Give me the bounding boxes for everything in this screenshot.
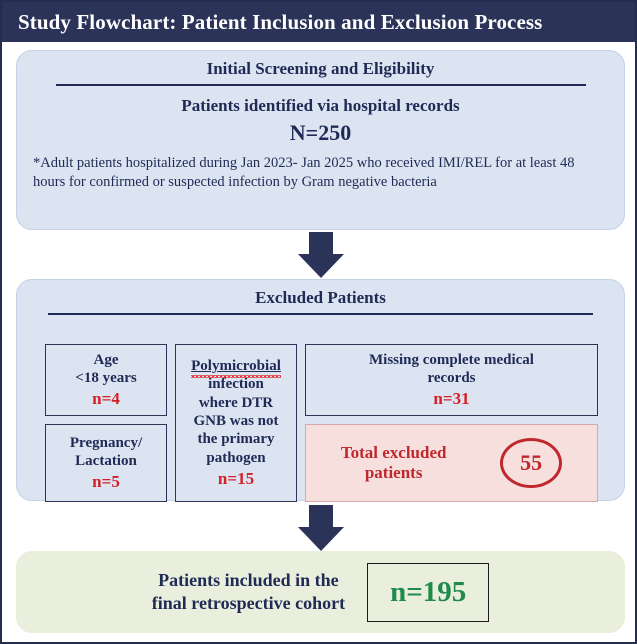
cell-line-spellchecked: Polymicrobial xyxy=(187,357,285,379)
exclusion-cell-grid: Age <18 years n=4 Polymicrobial infectio… xyxy=(45,344,598,502)
cell-count: n=15 xyxy=(217,468,255,488)
down-arrow-2 xyxy=(298,505,344,551)
total-label-line1: Total excluded xyxy=(340,442,447,462)
cell-line: infection xyxy=(208,376,264,393)
cell-count: n=4 xyxy=(92,389,120,409)
exclusion-cell-polymicrobial: Polymicrobial infection where DTR GNB wa… xyxy=(175,344,297,502)
arrow-head xyxy=(298,254,344,278)
total-label-line2: patients xyxy=(364,463,423,482)
stage1-note: *Adult patients hospitalized during Jan … xyxy=(33,155,575,191)
total-excluded-value-circle: 55 xyxy=(500,438,563,488)
cell-line: Age xyxy=(93,351,119,368)
cell-line: Pregnancy/ xyxy=(69,434,143,451)
arrow-shaft xyxy=(309,505,333,529)
stage1-line1: Patients identified via hospital records xyxy=(181,96,460,115)
stage-initial-screening: Initial Screening and Eligibility Patien… xyxy=(16,50,625,230)
spellcheck-underline: Polymicrobial xyxy=(191,358,281,379)
cell-line: <18 years xyxy=(75,370,137,386)
exclusion-cell-total: Total excluded patients 55 xyxy=(305,424,598,502)
stage2-heading: Excluded Patients xyxy=(255,288,386,307)
final-cohort-label: Patients included in the final retrospec… xyxy=(152,569,345,616)
cell-line: the primary xyxy=(197,431,275,448)
cell-line: GNB was not xyxy=(193,413,279,429)
cell-line: where DTR xyxy=(198,394,274,411)
cell-line: Lactation xyxy=(75,453,137,469)
stage1-heading: Initial Screening and Eligibility xyxy=(206,59,435,78)
final-cohort-content: Patients included in the final retrospec… xyxy=(17,552,624,632)
stage1-divider xyxy=(55,84,586,86)
cell-count: n=5 xyxy=(92,472,120,492)
arrow-head xyxy=(298,527,344,551)
cell-line: records xyxy=(427,370,476,386)
cell-count: n=31 xyxy=(433,389,470,409)
arrow-shaft xyxy=(309,232,333,256)
exclusion-cell-age: Age <18 years n=4 xyxy=(45,344,167,416)
exclusion-cell-missing-records: Missing complete medical records n=31 xyxy=(305,344,598,416)
final-label-line2: final retrospective cohort xyxy=(151,593,346,613)
cell-line: pathogen xyxy=(206,449,266,466)
cell-line: Missing complete medical xyxy=(369,351,534,368)
stage1-count: N=250 xyxy=(289,120,352,145)
total-excluded-label: Total excluded patients xyxy=(341,443,447,484)
page-title: Study Flowchart: Patient Inclusion and E… xyxy=(18,9,543,34)
final-cohort-count: n=195 xyxy=(367,562,490,622)
stage-excluded-patients: Excluded Patients Age <18 years n=4 Poly… xyxy=(16,279,625,502)
stage2-divider xyxy=(48,313,593,315)
title-bar: Study Flowchart: Patient Inclusion and E… xyxy=(2,2,635,42)
final-label-line1: Patients included in the xyxy=(158,569,339,590)
down-arrow-1 xyxy=(298,232,344,278)
stage-final-cohort: Patients included in the final retrospec… xyxy=(16,551,625,633)
exclusion-cell-pregnancy: Pregnancy/ Lactation n=5 xyxy=(45,424,167,502)
